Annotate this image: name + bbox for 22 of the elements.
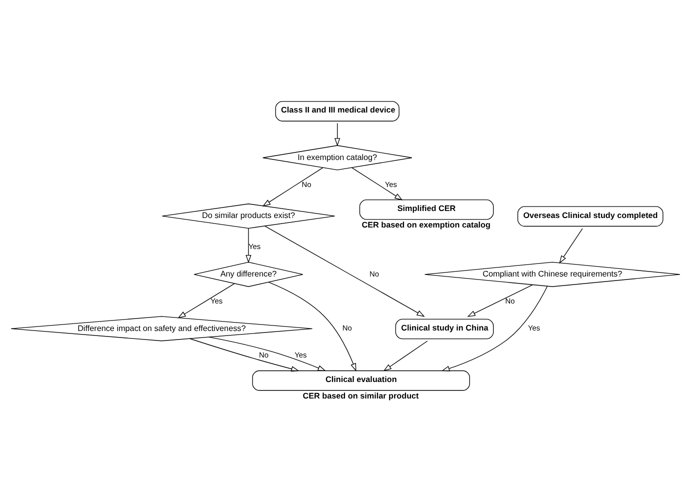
arrow [246, 228, 252, 263]
edge-label: Yes [384, 179, 398, 188]
edge-label: No [258, 350, 269, 360]
arrow [351, 166, 403, 200]
arrow [264, 225, 425, 316]
edge-label: No [505, 296, 515, 305]
edge-label: No [342, 323, 352, 332]
arrow [334, 122, 340, 146]
edge-label: Yes [294, 350, 307, 360]
edge-label: No [370, 268, 380, 278]
arrow [467, 284, 533, 316]
arrow [208, 336, 326, 371]
arrow [442, 286, 548, 371]
edge-label: No [302, 179, 312, 188]
edge-label: Yes [210, 296, 223, 305]
arrow [262, 166, 324, 206]
arrow [268, 281, 356, 371]
arrow [178, 282, 235, 318]
edge-label: Yes [528, 323, 540, 332]
arrow [189, 338, 300, 372]
arrow [559, 228, 583, 264]
arrow [383, 340, 428, 371]
